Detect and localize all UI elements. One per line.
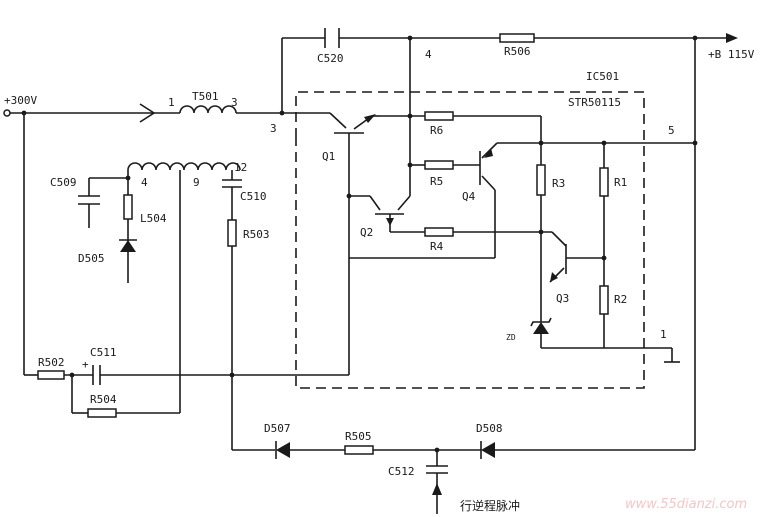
flyback-pulse-label: 行逆程脉冲 (460, 498, 520, 513)
c520-label: C520 (317, 52, 344, 65)
r5-label: R5 (430, 175, 443, 188)
c511-plus-label: + (82, 358, 89, 371)
c510-capacitor (222, 179, 242, 188)
output-arrow (726, 33, 738, 43)
c509-capacitor (78, 195, 100, 205)
q1-label: Q1 (322, 150, 335, 163)
r506-resistor (499, 33, 535, 43)
ic-pin4-label: 4 (425, 48, 432, 61)
c511-capacitor (92, 365, 101, 385)
q4-transistor (479, 142, 498, 258)
t501-label: T501 (192, 90, 219, 103)
q4-label: Q4 (462, 190, 476, 203)
r3-resistor (536, 164, 546, 196)
d507-label: D507 (264, 422, 291, 435)
watermark-text: www.55dianzi.com (625, 497, 747, 512)
q2-transistor (349, 165, 411, 232)
c509-label: C509 (50, 176, 77, 189)
l504-label: L504 (140, 212, 167, 225)
r504-label: R504 (90, 393, 117, 406)
r2-label: R2 (614, 293, 627, 306)
output-voltage-label: +B 115V (708, 48, 755, 61)
r5-resistor (424, 160, 454, 170)
c510-label: C510 (240, 190, 267, 203)
t501-pin1-label: 1 (168, 96, 175, 109)
r4-resistor (424, 227, 454, 237)
ic-pin5-label: 5 (668, 124, 675, 137)
d505-diode (119, 239, 137, 252)
q3-label: Q3 (556, 292, 569, 305)
d508-diode (480, 441, 495, 459)
r4-label: R4 (430, 240, 444, 253)
flyback-pulse-arrow (432, 483, 442, 495)
t501-primary-winding (179, 105, 237, 114)
r1-label: R1 (614, 176, 627, 189)
input-voltage-label: +300V (4, 94, 37, 107)
t501-pin9-label: 9 (193, 176, 200, 189)
r503-label: R503 (243, 228, 270, 241)
r505-label: R505 (345, 430, 372, 443)
r505-resistor (344, 445, 374, 455)
c511-label: C511 (90, 346, 117, 359)
zener-label: ZD (506, 333, 516, 342)
q3-transistor (540, 231, 604, 322)
c520-capacitor (324, 28, 340, 48)
l504-inductor (123, 194, 133, 220)
r503-resistor (227, 219, 237, 247)
c512-capacitor (426, 465, 448, 474)
t501-secondary-winding (127, 162, 241, 171)
r3-label: R3 (552, 177, 565, 190)
ic-pin1-label: 1 (660, 328, 667, 341)
r6-resistor (424, 111, 454, 121)
ic-part-label: STR50115 (568, 96, 621, 109)
ic501-boundary (295, 91, 645, 389)
c512-label: C512 (388, 465, 415, 478)
t501-pin3-label: 3 (231, 96, 238, 109)
input-direction-mark (139, 103, 156, 123)
r502-label: R502 (38, 356, 65, 369)
t501-pin4-label: 4 (141, 176, 148, 189)
zener-diode (530, 317, 552, 334)
r1-resistor (599, 167, 609, 197)
r2-resistor (599, 285, 609, 315)
top-rail (281, 35, 728, 450)
d507-diode (275, 441, 290, 459)
d505-label: D505 (78, 252, 105, 265)
q2-label: Q2 (360, 226, 373, 239)
d508-label: D508 (476, 422, 503, 435)
ic-reference-label: IC501 (586, 70, 619, 83)
r6-label: R6 (430, 124, 443, 137)
r502-resistor (37, 370, 65, 380)
r504-resistor (87, 408, 117, 418)
ic-pin3-label: 3 (270, 122, 277, 135)
t501-pin12-label: 12 (234, 161, 247, 174)
r506-label: R506 (504, 45, 531, 58)
input-terminal (3, 109, 11, 117)
